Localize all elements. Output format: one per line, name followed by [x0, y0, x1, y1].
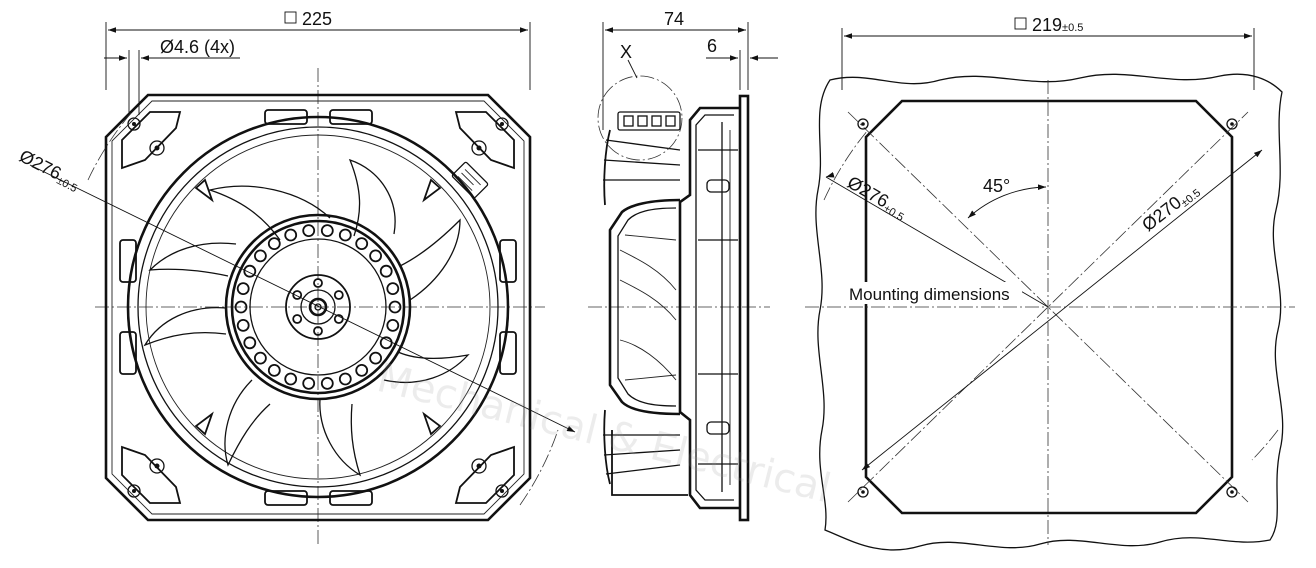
hub-hole	[338, 372, 352, 386]
mounting-view: 45° 219±0.5 Ø276±0.5 Ø270±0.5 Mounting d…	[805, 15, 1295, 551]
angle-label: 45°	[983, 176, 1010, 196]
motor-hub-outer	[224, 213, 412, 401]
hub-hole	[386, 282, 400, 296]
hub-holes	[234, 224, 402, 390]
hub-hole	[379, 264, 393, 278]
hub-hole	[369, 249, 383, 263]
depth-dim-label: 74	[664, 9, 684, 29]
hub-hole	[355, 363, 369, 377]
hub-hole	[320, 224, 334, 238]
flange-dimension: 6	[706, 36, 778, 90]
hub-hole	[253, 351, 267, 365]
cutout-dim-tol: ±0.5	[1062, 22, 1083, 34]
depth-dimension: 74	[602, 9, 749, 130]
panel-holes	[857, 118, 1238, 498]
side-impeller	[608, 198, 681, 416]
front-diag-dim-tol: ±0.5	[55, 175, 79, 195]
svg-text:Ø276±0.5: Ø276±0.5	[843, 172, 911, 224]
side-flange	[738, 94, 750, 522]
hub-hole	[243, 336, 257, 350]
watermark-text: Mechanical & Electrical	[373, 355, 836, 512]
hub-inner-hole	[292, 290, 303, 300]
hub-hole	[267, 237, 281, 251]
impeller-blades	[143, 158, 470, 477]
width-dimension: 225	[105, 9, 531, 90]
detail-label: X	[620, 42, 632, 62]
watermark: Mechanical & Electrical	[373, 355, 836, 512]
hub-hole	[338, 228, 352, 242]
svg-text:Ø276±0.5: Ø276±0.5	[15, 146, 83, 195]
hole-dim-label: Ø4.6 (4x)	[160, 37, 235, 57]
hub-inner-hole	[333, 290, 344, 300]
cutout-dimension: 219±0.5	[841, 15, 1255, 90]
hub-hole	[243, 264, 257, 278]
hub-inner-hole	[313, 326, 323, 336]
hub-hole	[284, 372, 298, 386]
svg-text:219±0.5: 219±0.5	[1032, 15, 1083, 35]
front-view: 225 Ø4.6 (4x) Ø276±0.5	[15, 9, 576, 545]
hub-hole	[369, 351, 383, 365]
hub-hole	[386, 318, 400, 332]
hub-hole	[267, 363, 281, 377]
hub-hole	[302, 224, 316, 238]
venturi-ring	[126, 115, 510, 499]
hub-inner-hole	[292, 314, 303, 324]
hub-hole	[236, 282, 250, 296]
hub-hole	[284, 228, 298, 242]
front-diag-dimension: Ø276±0.5	[15, 111, 576, 506]
hub-hole	[234, 300, 248, 314]
label-plate	[451, 161, 489, 199]
hub-hole	[379, 336, 393, 350]
hub-inner-holes	[292, 278, 344, 336]
mount-diag-b-main: Ø270	[1138, 192, 1185, 235]
width-dim-label: 225	[302, 9, 332, 29]
hub-hole	[355, 237, 369, 251]
side-view: X 74 6	[588, 9, 778, 522]
panel-break-outline	[815, 73, 1284, 551]
connector-block	[617, 111, 681, 131]
flange-dim-label: 6	[707, 36, 717, 56]
hub-hole	[388, 300, 402, 314]
hub-hole	[236, 318, 250, 332]
hub-inner-hole	[333, 314, 344, 324]
mounting-holes	[127, 117, 509, 498]
fan-housing-outline	[104, 93, 532, 522]
detail-circle	[597, 75, 683, 161]
mounting-caption: Mounting dimensions	[849, 285, 1010, 304]
hole-dimension: Ø4.6 (4x)	[104, 37, 240, 115]
hub-inner-hole	[313, 278, 323, 288]
hub-hole	[253, 249, 267, 263]
hub-hole	[320, 376, 334, 390]
cutout-dim-main: 219	[1032, 15, 1062, 35]
hub-hole	[302, 376, 316, 390]
mount-diag-a-tol: ±0.5	[881, 203, 905, 224]
side-housing	[678, 106, 740, 510]
